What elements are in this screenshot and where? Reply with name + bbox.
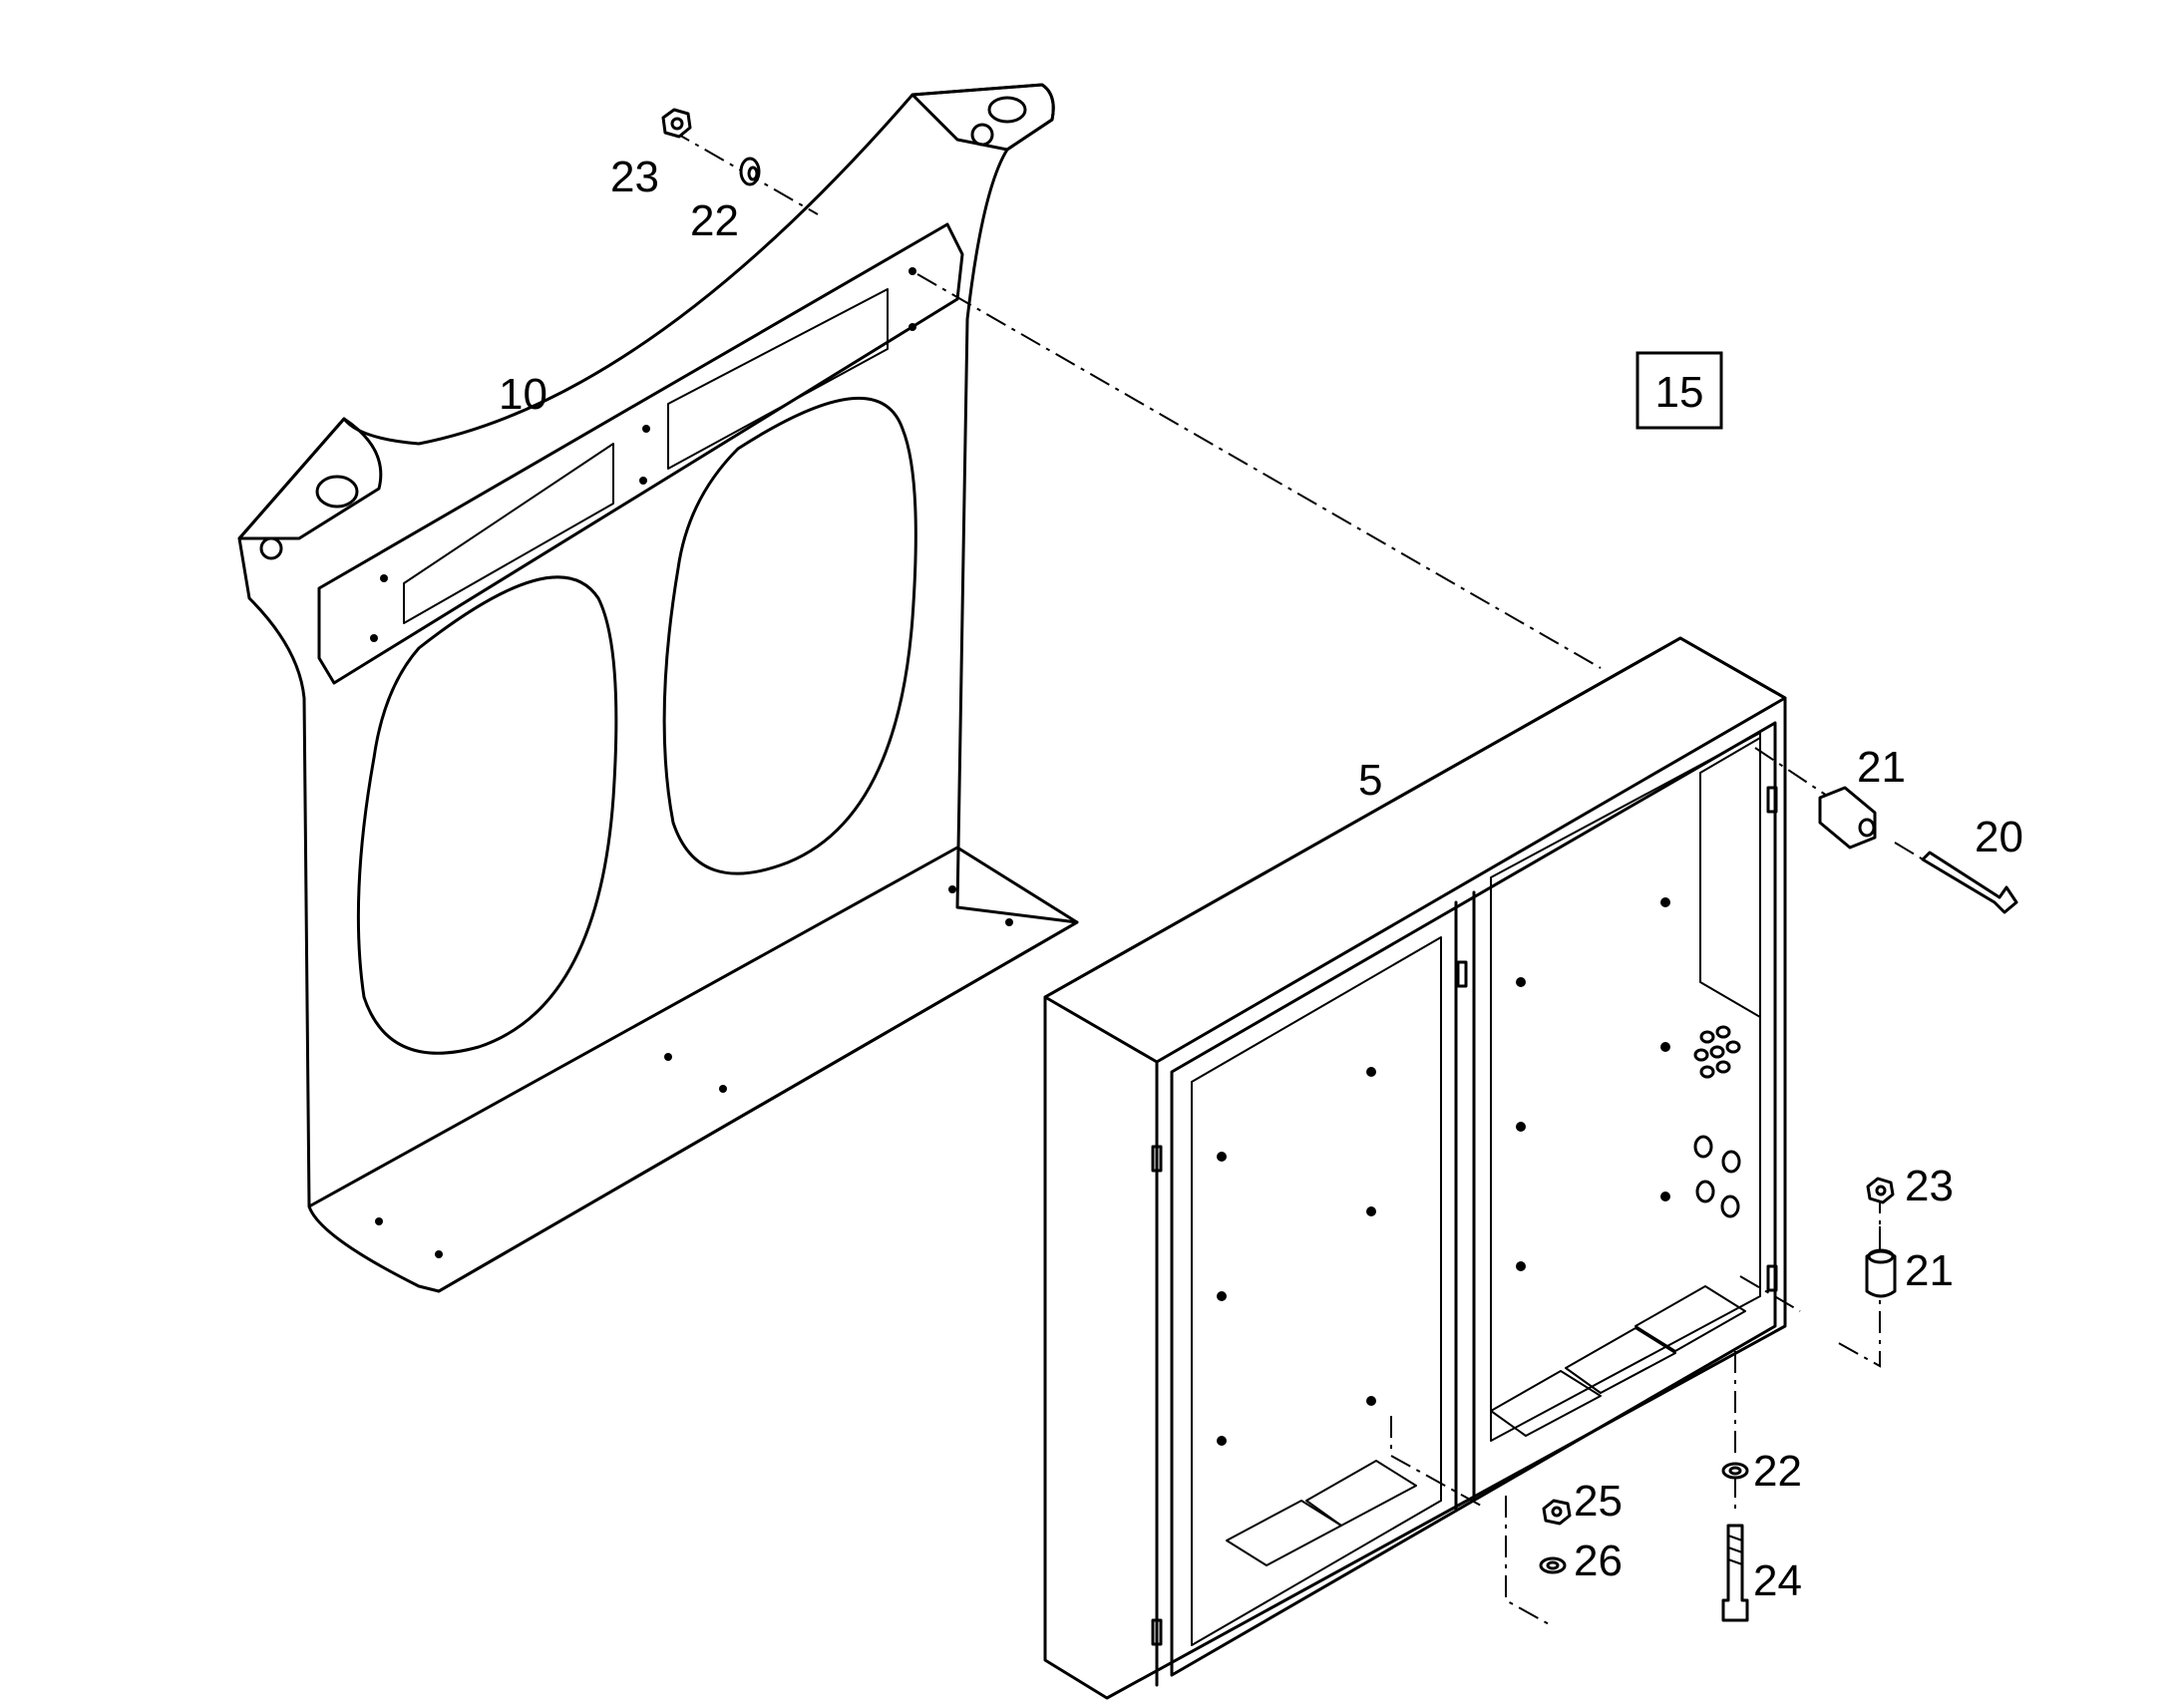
callout-23-right: 23 (1905, 1162, 1954, 1210)
nut-bottom (1542, 1499, 1572, 1526)
spacer-bottom-right (1865, 1248, 1897, 1298)
callout-21-right: 21 (1905, 1246, 1954, 1295)
nut-top (661, 108, 692, 139)
callout-22-bottom: 22 (1753, 1447, 1802, 1496)
callout-labels: 10 5 23 22 21 20 23 21 22 24 25 26 (499, 153, 2023, 1605)
fan-shroud-bracket (237, 83, 1079, 1293)
callout-25: 25 (1574, 1477, 1623, 1526)
callout-21-top: 21 (1857, 743, 1906, 792)
callout-20: 20 (1975, 813, 2023, 861)
mounting-holes (1693, 1025, 1741, 1218)
washer-top (739, 157, 761, 186)
washer-bottom (1721, 1462, 1749, 1480)
callout-5: 5 (1358, 756, 1382, 805)
bolt-bottom (1721, 1524, 1749, 1622)
callout-23-top: 23 (610, 153, 659, 201)
callout-24: 24 (1753, 1556, 1802, 1605)
callout-10: 10 (499, 370, 547, 419)
washer-bottom-left (1539, 1556, 1567, 1574)
bolt-right (1921, 851, 2018, 914)
radiator-frame-box (1043, 636, 1787, 1700)
group-number: 15 (1655, 368, 1704, 417)
group-number-box: 15 (1635, 351, 1723, 430)
spacer-right (1818, 786, 1877, 850)
nut-right (1866, 1177, 1895, 1204)
callout-22-top: 22 (690, 196, 739, 245)
callout-26: 26 (1574, 1537, 1623, 1585)
